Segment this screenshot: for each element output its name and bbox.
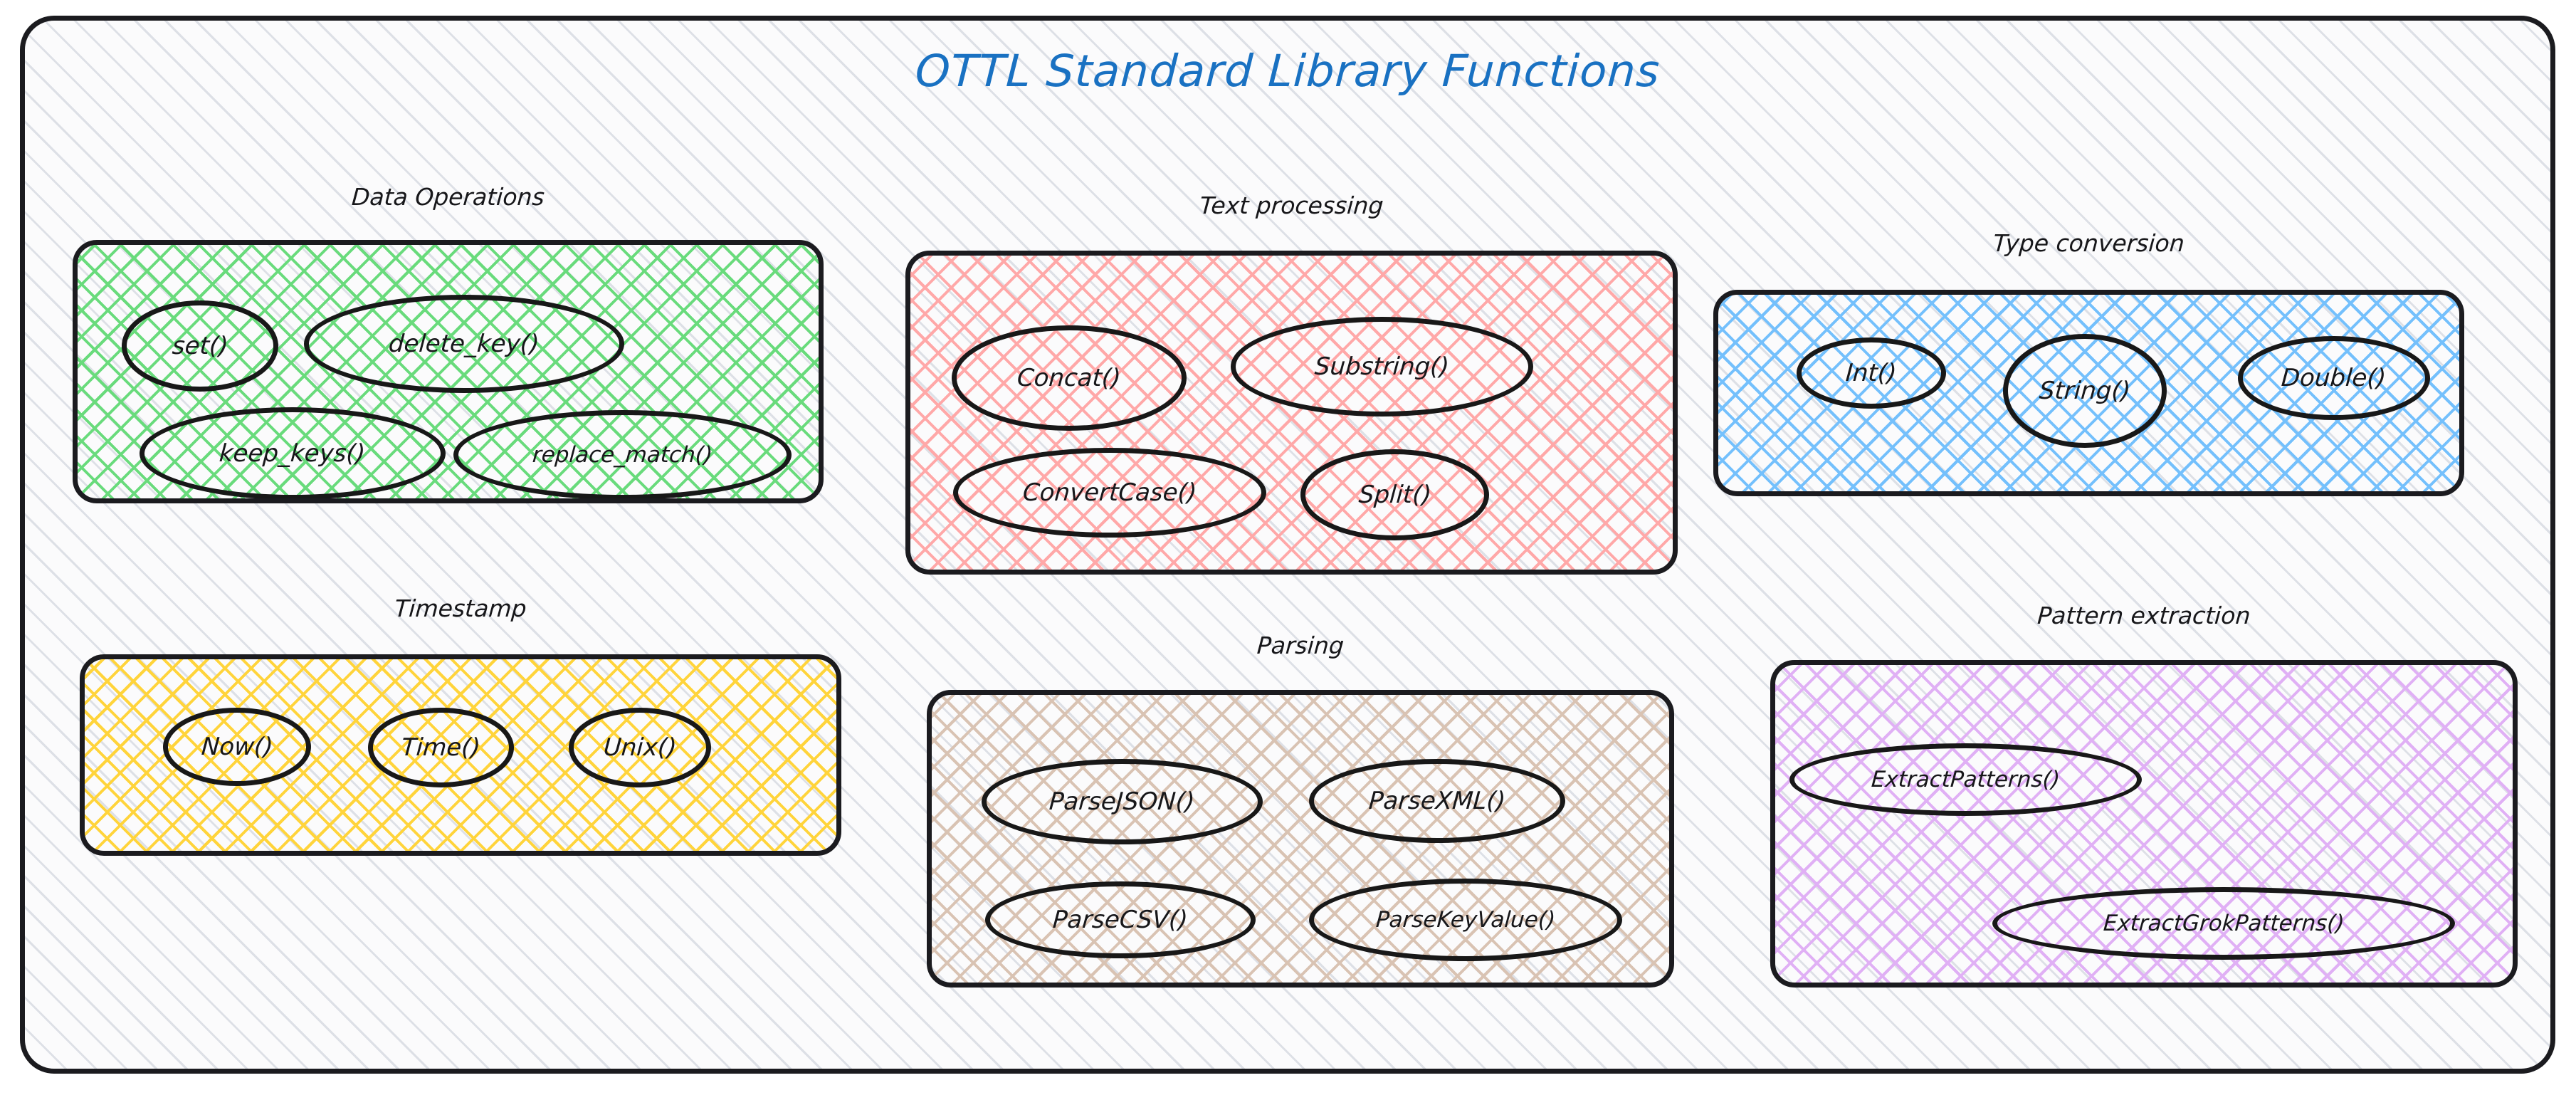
function-node-time[interactable]: Time()	[368, 708, 514, 787]
function-node-now[interactable]: Now()	[163, 708, 311, 786]
function-node-label: Now()	[200, 733, 274, 761]
group-label-type-conversion: Type conversion	[1992, 229, 2186, 257]
function-node-label: Substring()	[1313, 352, 1451, 381]
group-box-data-operations[interactable]: set() delete_key() keep_keys() replace_matc…	[73, 240, 824, 503]
function-node-convertcase[interactable]: ConvertCase()	[953, 448, 1266, 538]
function-node-label: Unix()	[602, 733, 678, 762]
function-node-unix[interactable]: Unix()	[569, 708, 711, 787]
group-box-text-processing[interactable]: Concat() Substring() ConvertCase() Split()	[905, 251, 1678, 575]
function-node-set[interactable]: set()	[122, 300, 278, 392]
function-node-parsexml[interactable]: ParseXML()	[1309, 759, 1565, 843]
function-node-label: Int()	[1844, 359, 1898, 387]
function-node-label: ParseXML()	[1367, 787, 1507, 815]
function-node-label: ParseKeyValue()	[1374, 906, 1557, 933]
function-node-label: ParseCSV()	[1051, 906, 1189, 934]
function-node-label: ExtractPatterns()	[1870, 766, 2061, 792]
function-node-label: delete_key()	[387, 330, 541, 358]
group-label-parsing: Parsing	[1256, 632, 1345, 659]
function-node-label: Double()	[2281, 364, 2387, 392]
group-label-pattern-extraction: Pattern extraction	[2036, 602, 2251, 629]
function-node-parsecsv[interactable]: ParseCSV()	[985, 881, 1256, 958]
group-box-parsing[interactable]: ParseJSON() ParseXML() ParseCSV() ParseKeyV…	[927, 690, 1674, 988]
function-node-label: Concat()	[1016, 364, 1123, 392]
group-box-type-conversion[interactable]: Int() String() Double()	[1713, 290, 2464, 496]
function-node-string[interactable]: String()	[2003, 334, 2167, 448]
function-node-label: keep_keys()	[219, 439, 367, 468]
outer-frame: OTTL Standard Library Functions Data Ope…	[20, 16, 2555, 1074]
function-node-keep_keys[interactable]: keep_keys()	[140, 407, 446, 498]
function-node-label: ExtractGrokPatterns()	[2102, 910, 2345, 936]
group-label-timestamp: Timestamp	[394, 594, 527, 622]
group-label-data-operations: Data Operations	[350, 183, 546, 211]
function-node-double[interactable]: Double()	[2238, 336, 2430, 420]
function-node-replace_match[interactable]: replace_match()	[453, 410, 792, 498]
function-node-label: replace_match()	[531, 441, 714, 468]
function-node-extractpatterns[interactable]: ExtractPatterns()	[1789, 743, 2142, 816]
group-box-pattern-extraction[interactable]: ExtractPatterns() ExtractGrokPatterns()	[1770, 660, 2518, 988]
function-node-substring[interactable]: Substring()	[1231, 317, 1533, 417]
group-box-timestamp[interactable]: Now() Time() Unix()	[80, 654, 841, 856]
function-node-label: set()	[171, 332, 229, 360]
function-node-split[interactable]: Split()	[1300, 449, 1489, 540]
function-node-label: ParseJSON()	[1048, 787, 1197, 816]
function-node-delete_key[interactable]: delete_key()	[304, 295, 624, 393]
group-label-text-processing: Text processing	[1199, 192, 1384, 219]
function-node-concat[interactable]: Concat()	[952, 325, 1187, 431]
function-node-label: Time()	[400, 733, 482, 762]
function-node-extractgrokpatterns[interactable]: ExtractGrokPatterns()	[1992, 887, 2455, 960]
function-node-parsekeyvalue[interactable]: ParseKeyValue()	[1309, 879, 1622, 961]
function-node-label: String()	[2038, 377, 2132, 405]
page-title: OTTL Standard Library Functions	[914, 45, 1661, 97]
function-node-label: Split()	[1357, 481, 1432, 509]
function-node-int[interactable]: Int()	[1797, 337, 1946, 409]
function-node-label: ConvertCase()	[1021, 478, 1198, 507]
group-data-operations: Data Operations set() delete_key() keep_key…	[73, 183, 824, 503]
function-node-parsejson[interactable]: ParseJSON()	[982, 759, 1263, 844]
